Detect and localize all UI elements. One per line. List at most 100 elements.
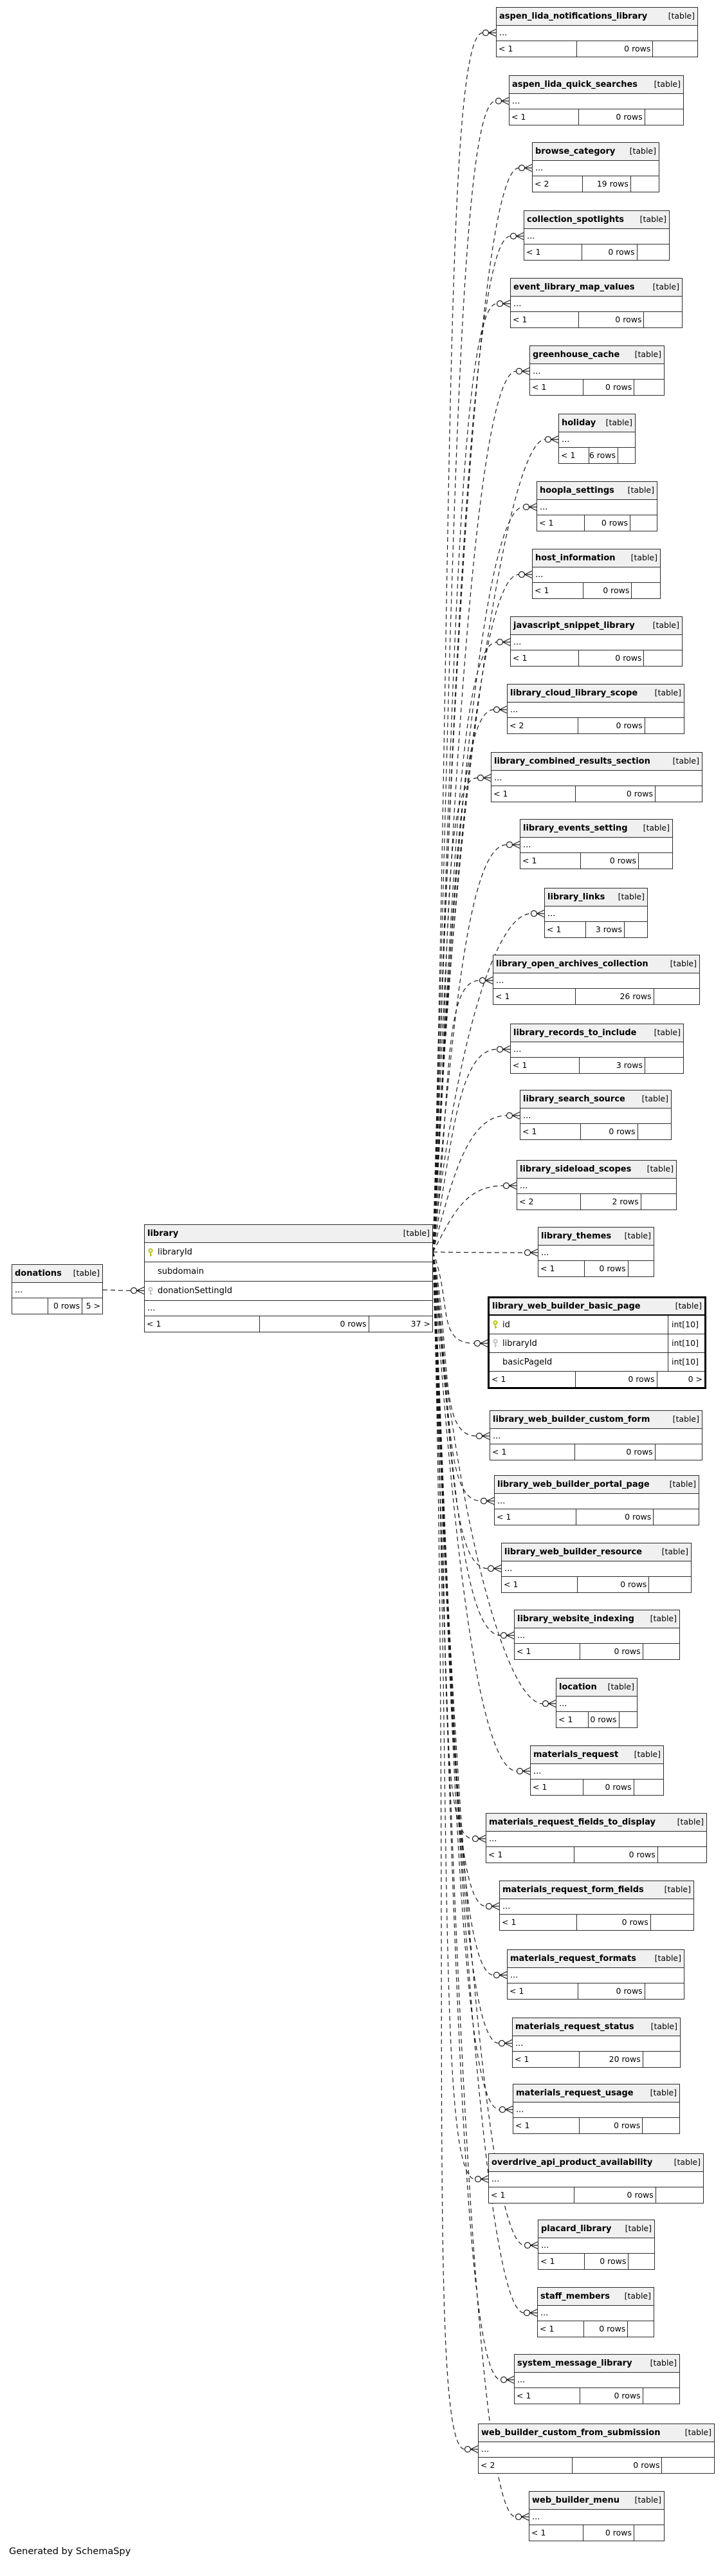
table-name[interactable]: aspen_lida_quick_searches	[512, 80, 638, 89]
row-count: 0 rows	[580, 2118, 643, 2133]
table-name[interactable]: hoopla_settings	[540, 486, 614, 495]
fk-count: < 1	[530, 380, 584, 395]
table-name[interactable]: collection_spotlights	[527, 215, 625, 225]
table-name[interactable]: event_library_map_values	[513, 282, 635, 292]
table-tag: [table]	[652, 620, 679, 630]
table-name[interactable]: materials_request_fields_to_display	[489, 1817, 656, 1827]
children-count	[643, 2118, 679, 2133]
table-name[interactable]: library_links	[547, 892, 605, 902]
table-header-library_web_builder_basic_page: library_web_builder_basic_page[table]	[490, 1298, 704, 1316]
row-count: 0 rows	[573, 2458, 663, 2473]
columns-ellipsis: ...	[490, 1429, 702, 1444]
table-name[interactable]: browse_category	[535, 147, 616, 156]
children-count	[658, 1847, 706, 1863]
table-name[interactable]: materials_request_form_fields	[502, 1885, 644, 1895]
table-name[interactable]: library_web_builder_basic_page	[492, 1302, 641, 1311]
table-box-library_cloud_library_scope: library_cloud_library_scope[table]...< 2…	[507, 684, 684, 734]
columns-ellipsis: ...	[538, 2238, 654, 2254]
table-header-library: library[table]	[145, 1225, 432, 1243]
children-count	[628, 2321, 654, 2337]
table-name[interactable]: placard_library	[541, 2224, 612, 2234]
columns-ellipsis: ...	[479, 2442, 714, 2458]
table-box-overdrive_api_product_availability: overdrive_api_product_availability[table…	[488, 2153, 704, 2203]
children-count	[641, 1194, 676, 1210]
table-name[interactable]: library_combined_results_section	[494, 757, 650, 766]
table-name[interactable]: library_web_builder_portal_page	[497, 1480, 650, 1489]
table-name[interactable]: library_search_source	[523, 1094, 625, 1104]
table-header-holiday: holiday[table]	[559, 414, 635, 432]
row-count: 19 rows	[583, 176, 631, 192]
table-name[interactable]: staff_members	[540, 2292, 610, 2301]
table-name[interactable]: holiday	[562, 418, 596, 428]
row-count: 0 rows	[581, 1124, 638, 1139]
table-box-library_web_builder_portal_page: library_web_builder_portal_page[table]..…	[494, 1475, 699, 1525]
children-count	[643, 2052, 680, 2067]
table-name[interactable]: web_builder_custom_from_submission	[481, 2428, 661, 2438]
column-type: int[10]	[668, 1353, 704, 1371]
table-name[interactable]: library_web_builder_custom_form	[493, 1415, 650, 1424]
table-header-system_message_library: system_message_library[table]	[515, 2355, 679, 2373]
table-name[interactable]: library_open_archives_collection	[496, 959, 648, 969]
children-count	[645, 1983, 684, 1999]
table-name[interactable]: materials_request_usage	[516, 2088, 634, 2098]
table-tag: [table]	[654, 79, 681, 89]
table-name[interactable]: donations	[15, 1269, 62, 1278]
column-row-libraryId: libraryId	[145, 1243, 432, 1262]
table-name[interactable]: materials_request	[533, 1750, 619, 1760]
table-tag: [table]	[630, 553, 657, 563]
table-box-library_combined_results_section: library_combined_results_section[table].…	[491, 752, 702, 802]
table-name[interactable]: library_themes	[541, 1231, 612, 1241]
table-name[interactable]: overdrive_api_product_availability	[491, 2158, 653, 2167]
relationship-edge	[432, 97, 509, 1253]
children-count	[656, 2187, 703, 2203]
table-name[interactable]: library_events_setting	[523, 823, 628, 833]
children-count	[631, 176, 659, 192]
table-name[interactable]: web_builder_menu	[532, 2496, 620, 2505]
children-count	[649, 1577, 691, 1592]
table-name[interactable]: library	[147, 1229, 179, 1238]
fk-count: < 1	[145, 1316, 260, 1332]
table-name[interactable]: library_sideload_scopes	[520, 1164, 632, 1174]
fk-count: < 1	[513, 2118, 580, 2133]
table-name[interactable]: library_website_indexing	[517, 1614, 634, 1624]
table-name[interactable]: greenhouse_cache	[533, 350, 620, 360]
row-count: 0 rows	[574, 1847, 658, 1863]
table-name[interactable]: system_message_library	[517, 2359, 632, 2368]
columns-ellipsis: ...	[533, 567, 660, 583]
table-header-aspen_lida_quick_searches: aspen_lida_quick_searches [table]	[509, 76, 683, 94]
fk-count: < 1	[491, 786, 576, 802]
row-count: 0 rows	[584, 2321, 629, 2337]
children-count	[619, 1712, 638, 1727]
relationship-edge	[432, 976, 493, 1253]
table-name[interactable]: location	[559, 1682, 597, 1692]
children-count	[634, 2525, 664, 2541]
relationship-edge	[432, 570, 533, 1253]
row-count: 0 rows	[48, 1298, 83, 1314]
table-name[interactable]: library_cloud_library_scope	[510, 688, 638, 698]
column-name: id	[502, 1320, 510, 1330]
table-name[interactable]: javascript_snippet_library	[513, 621, 635, 630]
table-name[interactable]: library_web_builder_resource	[504, 1547, 643, 1557]
table-box-library_open_archives_collection: library_open_archives_collection[table].…	[493, 955, 700, 1005]
fk-count: < 1	[538, 2321, 584, 2337]
table-tag: [table]	[668, 11, 695, 21]
table-header-donations: donations[table]	[12, 1265, 102, 1283]
table-name[interactable]: host_information	[535, 553, 616, 563]
table-name[interactable]: aspen_lida_notifications_library	[499, 12, 648, 21]
columns-ellipsis: ...	[556, 1697, 637, 1712]
primary-key-icon	[493, 1320, 498, 1329]
children-count	[653, 41, 697, 57]
table-name[interactable]: materials_request_formats	[510, 1954, 637, 1964]
table-name[interactable]: materials_request_status	[515, 2022, 634, 2032]
table-name[interactable]: library_records_to_include	[513, 1028, 637, 1038]
